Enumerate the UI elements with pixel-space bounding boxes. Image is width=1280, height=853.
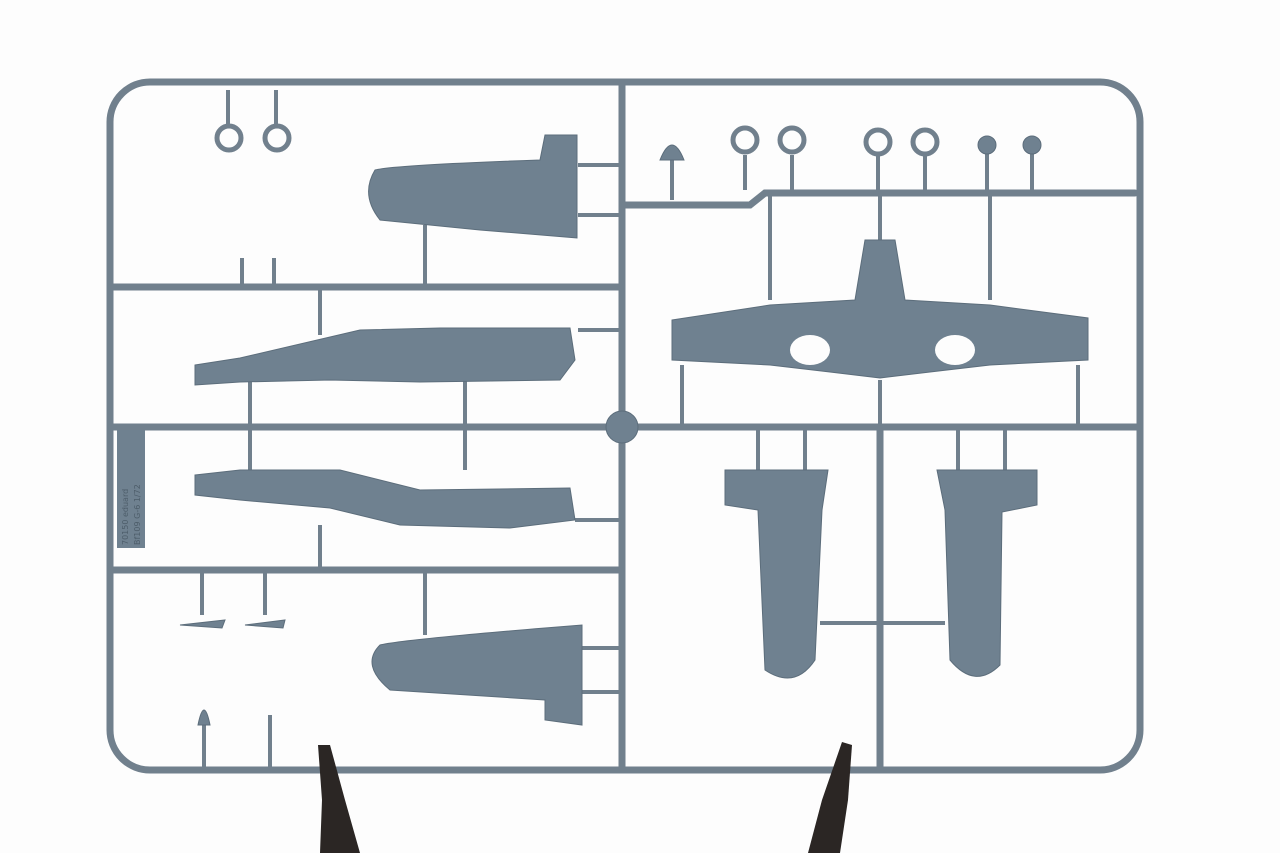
sprue-label-line1: 70150 eduard — [121, 489, 130, 545]
fuselage-half-left — [194, 327, 576, 386]
upper-wing-right — [936, 469, 1038, 677]
gates — [200, 90, 1080, 768]
sprue-label-tag: 70150 eduard Bf109 G-6 1/72 — [117, 430, 145, 548]
fuselage-half-right — [194, 469, 576, 529]
aircraft-parts — [194, 134, 1089, 726]
upper-wing-left — [724, 469, 829, 679]
stand-clips — [318, 742, 852, 853]
fuselage-part-lower — [371, 624, 583, 726]
small-parts — [179, 123, 1042, 726]
lower-wing — [671, 239, 1089, 379]
sprue-label-line2: Bf109 G-6 1/72 — [133, 484, 142, 545]
fuselage-half-rear — [368, 134, 578, 239]
sprue-frame — [106, 78, 1144, 774]
